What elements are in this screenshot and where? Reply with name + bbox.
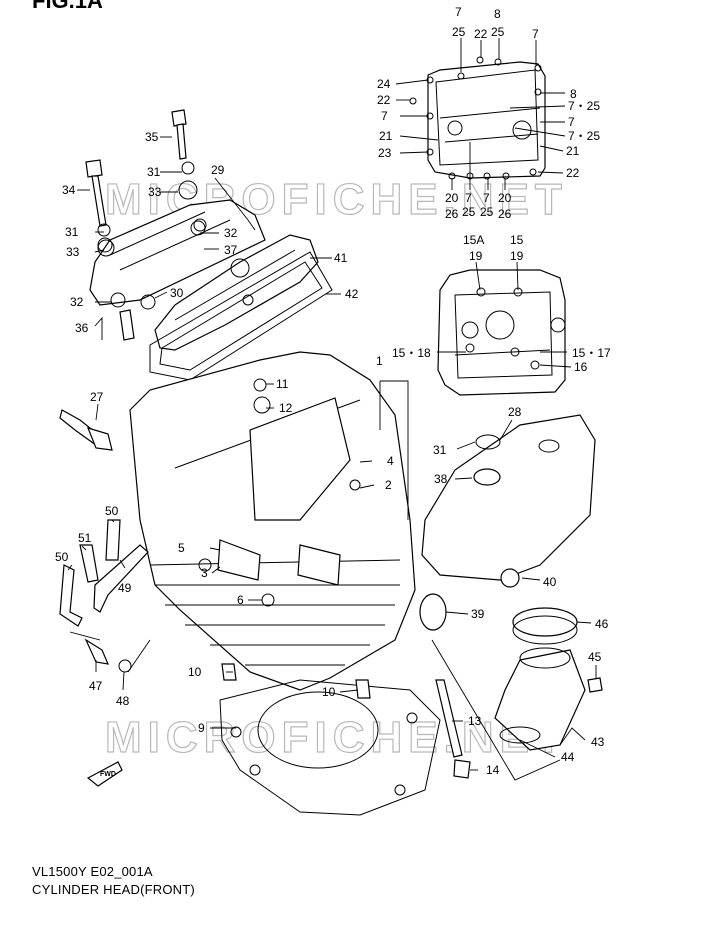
callout-48: 48 xyxy=(116,694,130,708)
callout-inset-25c: 25 xyxy=(462,205,476,219)
head-cover-29 xyxy=(89,161,266,310)
callout-19b: 19 xyxy=(510,249,524,263)
callout-43: 43 xyxy=(591,735,605,749)
callout-inset-25a: 25 xyxy=(452,25,466,39)
callout-41: 41 xyxy=(334,251,348,265)
callout-32b: 32 xyxy=(70,295,84,309)
breather-hoses xyxy=(59,519,149,673)
callout-1: 1 xyxy=(376,354,383,368)
callout-inset-7-25a: 7・25 xyxy=(568,99,600,113)
callout-51: 51 xyxy=(78,531,92,545)
callout-40: 40 xyxy=(543,575,557,589)
callout-31b: 31 xyxy=(65,225,79,239)
callout-inset-22a: 22 xyxy=(474,27,488,41)
callout-14: 14 xyxy=(486,763,500,777)
callout-15-18: 15・18 xyxy=(392,346,431,360)
callout-labels: 1 2 3 4 5 6 9 10 10 11 12 13 14 15・17 15… xyxy=(55,5,611,777)
callout-36: 36 xyxy=(75,321,89,335)
callout-33b: 33 xyxy=(66,245,80,259)
callout-5: 5 xyxy=(178,541,185,555)
spark-plug-27 xyxy=(59,409,113,451)
callout-inset-23: 23 xyxy=(378,146,392,160)
callout-10a: 10 xyxy=(188,665,202,679)
callout-16: 16 xyxy=(574,360,588,374)
figure-title: FIG.1A xyxy=(32,0,103,13)
callout-inset-7b: 7 xyxy=(532,27,539,41)
callout-50b: 50 xyxy=(55,550,69,564)
callout-47: 47 xyxy=(89,679,103,693)
callout-10b: 10 xyxy=(322,685,336,699)
callout-inset-20a: 20 xyxy=(445,191,459,205)
callout-inset-8b: 8 xyxy=(570,87,577,101)
callout-45: 45 xyxy=(588,650,602,664)
callout-inset-20b: 20 xyxy=(498,191,512,205)
callout-inset-26b: 26 xyxy=(498,207,512,221)
callout-6: 6 xyxy=(237,593,244,607)
callout-inset-21a: 21 xyxy=(379,129,393,143)
callout-19a: 19 xyxy=(469,249,483,263)
bolts-left xyxy=(85,109,187,341)
callout-42: 42 xyxy=(345,287,359,301)
callout-inset-7c: 7 xyxy=(381,109,388,123)
callout-49: 49 xyxy=(118,581,132,595)
intake-pipe-43 xyxy=(494,568,603,751)
callout-inset-7-25b: 7・25 xyxy=(568,129,600,143)
cylinder-head-1 xyxy=(129,351,416,691)
stud-bolt-13 xyxy=(435,679,471,779)
callout-32a: 32 xyxy=(224,226,238,240)
callout-44: 44 xyxy=(561,750,575,764)
cam-gasket-42 xyxy=(149,251,333,381)
callout-34: 34 xyxy=(62,183,76,197)
callout-38: 38 xyxy=(434,472,448,486)
intake-cover-28 xyxy=(421,414,596,581)
callout-12: 12 xyxy=(279,401,293,415)
callout-13: 13 xyxy=(468,714,482,728)
callout-33a: 33 xyxy=(148,185,162,199)
callout-2: 2 xyxy=(385,478,392,492)
watermark-bottom: MICROFICHE.NET xyxy=(105,713,568,762)
callout-35: 35 xyxy=(145,130,159,144)
callout-inset-7d: 7 xyxy=(568,115,575,129)
callout-4: 4 xyxy=(387,454,394,468)
callout-inset-8a: 8 xyxy=(494,7,501,21)
callout-31a: 31 xyxy=(147,165,161,179)
callout-11: 11 xyxy=(276,377,289,391)
head-cover-inset xyxy=(409,56,546,180)
callout-9: 9 xyxy=(198,721,205,735)
callout-31c: 31 xyxy=(433,443,447,457)
callout-37: 37 xyxy=(224,243,238,257)
callout-15a: 15A xyxy=(463,233,484,247)
callout-15: 15 xyxy=(510,233,524,247)
callout-inset-25d: 25 xyxy=(480,205,494,219)
callout-3: 3 xyxy=(201,566,208,580)
diagram-caption: CYLINDER HEAD(FRONT) xyxy=(32,882,195,897)
callout-inset-26a: 26 xyxy=(445,207,459,221)
callout-inset-7a: 7 xyxy=(455,5,462,19)
model-code: VL1500Y E02_001A xyxy=(32,864,153,879)
callout-29: 29 xyxy=(211,163,225,177)
callout-inset-24: 24 xyxy=(377,77,391,91)
callout-39: 39 xyxy=(471,607,485,621)
callout-inset-22b: 22 xyxy=(377,93,391,107)
plug-39 xyxy=(419,593,447,631)
callout-46: 46 xyxy=(595,617,609,631)
callout-inset-21b: 21 xyxy=(566,144,580,158)
callout-28: 28 xyxy=(508,405,522,419)
callout-30: 30 xyxy=(170,286,184,300)
callout-inset-7f: 7 xyxy=(483,191,490,205)
callout-15-17: 15・17 xyxy=(572,346,611,360)
callout-inset-25b: 25 xyxy=(491,25,505,39)
callout-50a: 50 xyxy=(105,504,119,518)
callout-inset-22c: 22 xyxy=(566,166,580,180)
callout-27: 27 xyxy=(90,390,104,404)
fwd-arrow-icon: FWD xyxy=(86,761,123,787)
head-bottom-inset xyxy=(437,269,566,396)
callout-inset-7e: 7 xyxy=(465,191,472,205)
fwd-label: FWD xyxy=(100,771,116,778)
leader-lines xyxy=(67,38,597,781)
cam-cover-41 xyxy=(154,218,319,351)
